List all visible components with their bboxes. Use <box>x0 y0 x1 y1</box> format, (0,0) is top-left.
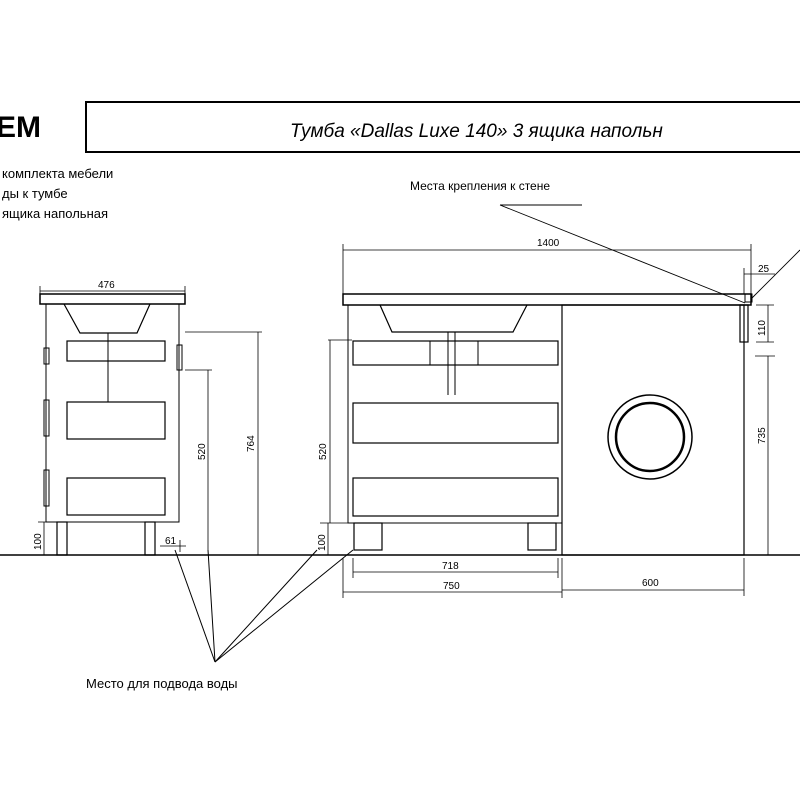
dim-front-inner-height: 520 <box>318 443 329 460</box>
dim-side-total-height: 764 <box>246 435 257 452</box>
title-frame <box>85 101 800 153</box>
header-block: EM Тумба «Dallas Luxe 140» 3 ящика напол… <box>0 101 800 153</box>
dim-side-offset: 61 <box>165 536 177 547</box>
dim-front-total-width: 1400 <box>537 238 560 249</box>
dim-front-leg-height: 100 <box>317 534 328 551</box>
dim-side-leg-height: 100 <box>33 533 44 550</box>
dim-wall-mount-height: 110 <box>757 320 768 336</box>
water-supply-callout <box>174 549 354 663</box>
dim-front-side-width: 600 <box>642 578 659 589</box>
dim-side-width: 476 <box>98 280 115 291</box>
dim-front-module-outer: 750 <box>443 581 460 592</box>
dim-side-inner-height: 520 <box>197 443 208 460</box>
water-supply-label: Место для подвода воды <box>86 676 238 691</box>
dim-wall-offset: 25 <box>758 264 770 275</box>
dim-front-module-inner: 718 <box>442 561 459 572</box>
page-title: Тумба «Dallas Luxe 140» 3 ящика напольн <box>290 121 663 142</box>
side-view <box>38 286 262 556</box>
dim-right-height: 735 <box>757 427 768 444</box>
note-line-3: ящика напольная <box>2 206 108 221</box>
front-view <box>320 244 775 598</box>
note-line-2: ды к тумбе <box>2 186 68 201</box>
wall-mount-label: Места крепления к стене <box>410 179 550 193</box>
note-line-1: комплекта мебели <box>2 166 113 181</box>
brand-logo: EM <box>0 111 41 144</box>
notes-list: комплекта мебели ды к тумбе ящика наполь… <box>2 166 113 221</box>
wall-mount-callout <box>499 204 800 304</box>
